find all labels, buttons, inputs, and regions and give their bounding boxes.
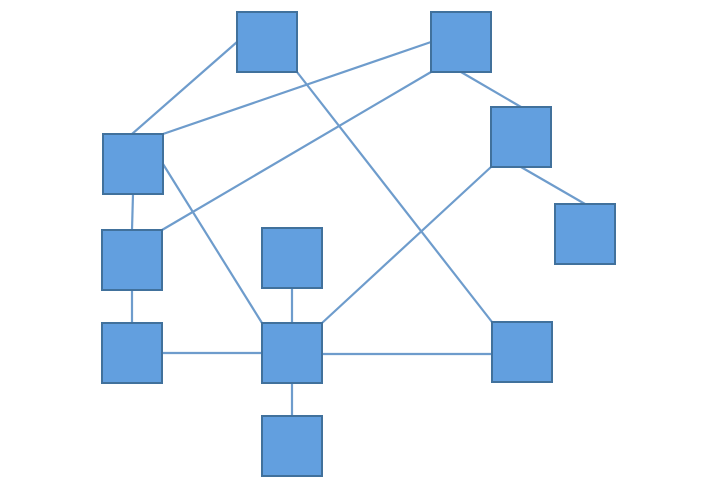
node-n1: [236, 11, 298, 73]
edge-n2-n5: [161, 71, 432, 231]
edge-n2-n4: [460, 71, 522, 108]
edge-n3-n9: [162, 163, 263, 324]
node-layer: [101, 11, 616, 477]
edge-n3-n5: [130, 193, 135, 231]
node-n8: [101, 322, 163, 384]
node-n7: [261, 227, 323, 289]
node-n9: [261, 322, 323, 384]
node-n2: [430, 11, 492, 73]
node-n6: [554, 203, 616, 265]
edge-n1-n11: [296, 71, 493, 323]
node-n12: [261, 415, 323, 477]
node-n3: [102, 133, 164, 195]
node-n4: [490, 106, 552, 168]
edge-n4-n9: [321, 166, 492, 324]
edge-n1-n3: [131, 41, 238, 135]
node-n5: [101, 229, 163, 291]
edge-n2-n3: [162, 40, 432, 136]
edge-n4-n6: [520, 166, 586, 205]
edge-layer: [130, 40, 586, 416]
node-n11: [491, 321, 553, 383]
